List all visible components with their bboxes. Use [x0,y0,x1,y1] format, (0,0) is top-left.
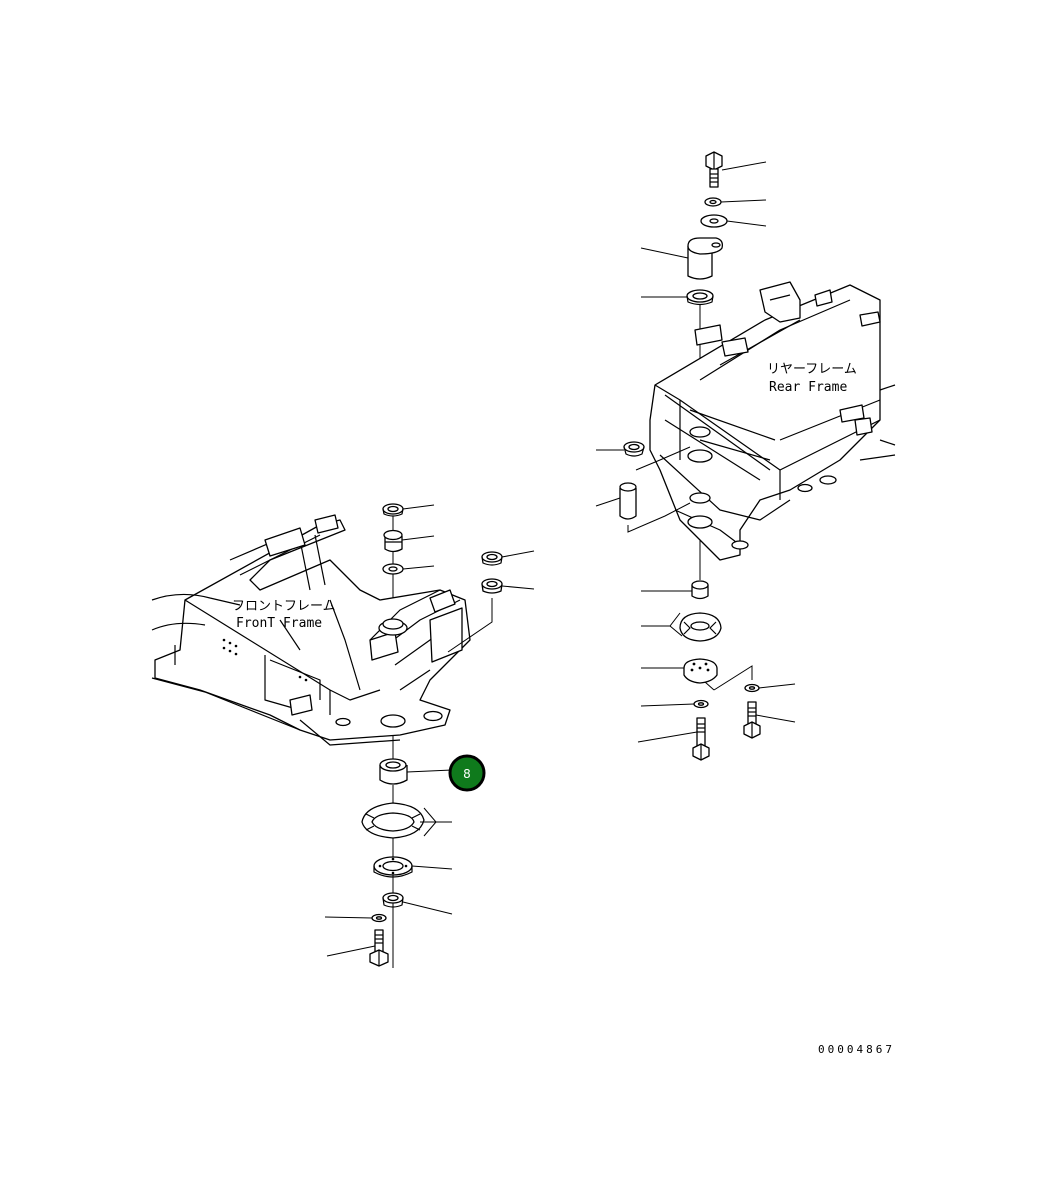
washer-rear-left [693,699,709,709]
lower-bushing [379,758,408,785]
retainer-nut [382,892,404,908]
front-frame-label-jp: フロントフレーム [232,599,336,614]
top-bolt [705,151,723,188]
callout-bubble[interactable] [448,754,486,792]
rear-frame-assembly: リヤーフレーム Rear Frame [595,151,896,761]
front-seal [382,503,404,517]
flat-washer [700,214,728,228]
front-frame-label: フロントフレーム FronT Frame [232,599,336,631]
side-seal [481,551,503,566]
side-spacer [481,578,503,594]
retainer-plate-rear [683,658,718,684]
front-washer [382,563,404,575]
lock-washer [704,197,722,207]
rear-frame-label-en: Rear Frame [769,380,847,395]
upper-bushing [686,289,714,306]
dowel-pin [619,482,637,520]
rear-frame-label: リヤーフレーム Rear Frame [767,362,857,395]
washer-rear-right [744,683,760,693]
front-frame-assembly: フロントフレーム FronT Frame [151,503,535,968]
rear-frame-body [649,281,896,561]
shim-set-front [361,802,425,839]
front-frame-label-en: FronT Frame [236,616,322,631]
bolt-rear-right [743,701,761,739]
front-lower-bolt [369,929,389,967]
drawing-number: 00004867 [818,1043,895,1056]
retainer-plate-front [373,856,413,878]
front-bushing [383,529,403,553]
lower-spacer [691,580,709,600]
front-lower-washer [371,913,387,923]
bolt-rear-left [692,717,710,761]
rear-frame-label-jp: リヤーフレーム [767,362,857,377]
callout-number: 8 [463,767,471,781]
upper-hinge-pin [687,237,724,280]
hinge-seal [623,441,645,457]
shim-set-rear [679,612,722,642]
callout-8[interactable]: 8 [448,754,486,792]
front-frame-body [151,514,471,746]
